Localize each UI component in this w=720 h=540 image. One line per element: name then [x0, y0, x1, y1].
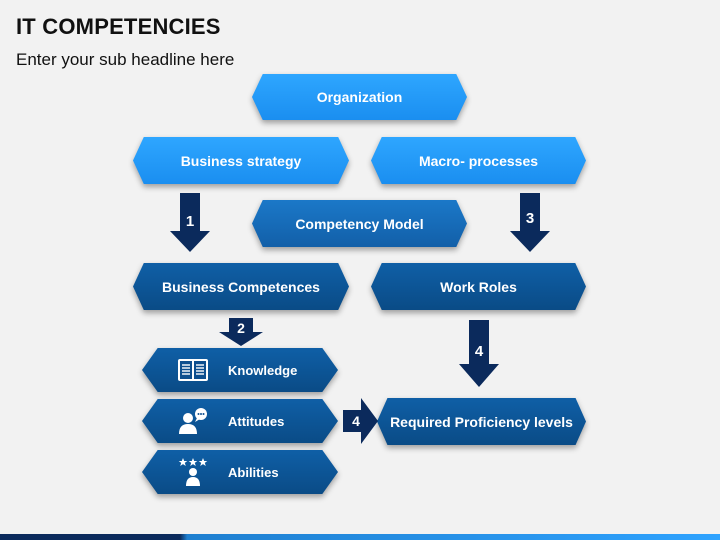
arrow-4-right-label: 4 — [352, 413, 360, 429]
arrow-2-label: 2 — [237, 320, 245, 336]
node-business-strategy: Business strategy — [133, 137, 349, 184]
node-macro-processes-label: Macro- processes — [418, 152, 539, 169]
bottom-accent-bar — [0, 534, 720, 540]
node-work-roles: Work Roles — [371, 263, 586, 310]
arrow-2: 2 — [219, 318, 263, 346]
arrow-1-label: 1 — [186, 213, 194, 230]
page-subtitle: Enter your sub headline here — [16, 50, 235, 69]
node-abilities: Abilities — [142, 450, 338, 494]
arrow-3-label: 3 — [526, 210, 534, 227]
node-organization: Organization — [252, 74, 467, 120]
arrow-1: 1 — [170, 193, 210, 252]
arrow-4-right: 4 — [343, 398, 378, 444]
arrow-3: 3 — [510, 193, 550, 252]
node-macro-processes: Macro- processes — [371, 137, 586, 184]
person-stars-icon — [176, 457, 210, 487]
node-organization-label: Organization — [316, 89, 403, 105]
node-knowledge-label: Knowledge — [228, 362, 298, 378]
book-icon — [176, 357, 210, 383]
page-title: IT COMPETENCIES — [16, 14, 221, 39]
node-knowledge: Knowledge — [142, 348, 338, 392]
node-work-roles-label: Work Roles — [440, 278, 517, 295]
node-business-competences: Business Competences — [133, 263, 349, 310]
arrow-4-down: 4 — [459, 320, 499, 387]
node-attitudes-label: Attitudes — [228, 413, 285, 429]
node-business-strategy-label: Business strategy — [180, 152, 302, 169]
arrow-4-down-label: 4 — [475, 343, 484, 360]
node-required-proficiency: Required Proficiency levels — [377, 398, 586, 445]
node-required-proficiency-label: Required Proficiency levels — [390, 413, 573, 430]
node-attitudes: Attitudes — [142, 399, 338, 443]
person-speech-icon — [176, 407, 210, 435]
node-competency-model: Competency Model — [252, 200, 467, 247]
node-competency-model-label: Competency Model — [295, 215, 424, 232]
node-abilities-label: Abilities — [228, 464, 279, 480]
node-business-competences-label: Business Competences — [162, 278, 320, 295]
